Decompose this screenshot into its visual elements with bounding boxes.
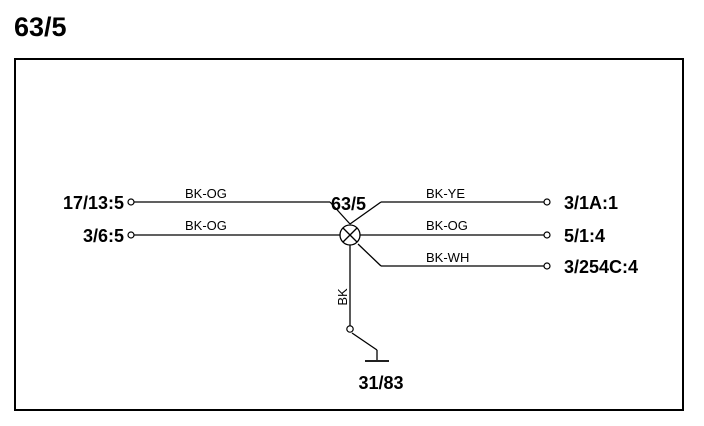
wire-right-top-bend — [349, 201, 382, 225]
splice-cross-b — [342, 227, 358, 243]
connector-label-left-top: 17/13:5 — [63, 193, 124, 213]
terminal-left-top-icon — [127, 198, 135, 206]
wire-right-bottom-bend — [357, 243, 382, 267]
connector-label-ground: 31/83 — [358, 373, 403, 393]
page-title: 63/5 — [14, 12, 67, 42]
wire-color-right-middle: BK-OG — [426, 218, 468, 233]
terminal-right-middle-icon — [543, 231, 551, 239]
wire-left-top-bend — [329, 201, 351, 225]
splice-label: 63/5 — [331, 194, 366, 214]
terminal-left-bottom-icon — [127, 231, 135, 239]
wire-color-left-bottom: BK-OG — [185, 218, 227, 233]
terminal-ground-icon — [346, 325, 354, 333]
connector-label-right-bottom: 3/254C:4 — [564, 257, 638, 277]
wire-color-right-top: BK-YE — [426, 186, 465, 201]
connector-label-right-middle: 5/1:4 — [564, 226, 605, 246]
ground-switch-arm — [351, 332, 378, 351]
terminal-right-top-icon — [543, 198, 551, 206]
connector-label-right-top: 3/1A:1 — [564, 193, 618, 213]
terminal-right-bottom-icon — [543, 262, 551, 270]
wire-color-right-bottom: BK-WH — [426, 250, 469, 265]
connector-label-left-bottom: 3/6:5 — [83, 226, 124, 246]
wire-color-left-top: BK-OG — [185, 186, 227, 201]
wire-color-ground: BK — [335, 288, 350, 306]
diagram-border — [14, 58, 684, 411]
